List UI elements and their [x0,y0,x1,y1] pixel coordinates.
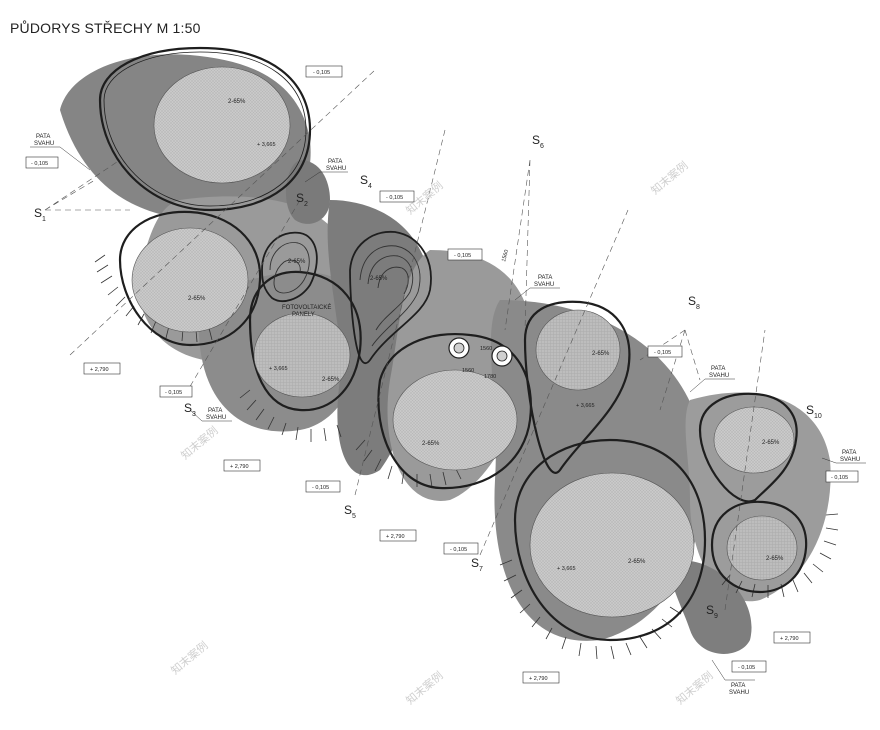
svg-text:S1: S1 [34,206,46,223]
svg-text:PATA: PATA [731,683,745,689]
svg-text:S4: S4 [360,173,372,190]
section-lines [44,69,766,611]
svg-text:S2: S2 [296,191,308,208]
svg-text:2-65%: 2-65% [592,351,610,357]
svg-text:知末案例: 知末案例 [168,638,211,677]
svg-text:- 0,105: - 0,105 [654,350,671,356]
elevation-tags: - 0,105 - 0,105 - 0,105 - 0,105 - 0,105 … [25,65,859,684]
svg-text:+ 2,790: + 2,790 [780,636,799,642]
roof-outlines [98,46,808,642]
svg-text:知末案例: 知末案例 [403,668,446,707]
svg-text:- 0,105: - 0,105 [831,475,848,481]
roof-elevations: + 3,665 + 3,665 + 3,665 + 3,665 [257,142,595,572]
svg-text:知末案例: 知末案例 [178,423,221,462]
svg-text:+ 2,790: + 2,790 [230,464,249,470]
svg-text:SVAHU: SVAHU [534,282,554,288]
svg-text:知末案例: 知末案例 [648,158,691,197]
svg-text:S8: S8 [688,294,700,311]
svg-text:PATA: PATA [36,134,50,140]
svg-text:2-65%: 2-65% [228,99,246,105]
svg-text:PATA: PATA [711,366,725,372]
svg-text:2-65%: 2-65% [288,259,306,265]
svg-text:2-65%: 2-65% [422,441,440,447]
svg-text:- 0,105: - 0,105 [31,161,48,167]
svg-text:+ 3,665: + 3,665 [269,366,288,372]
svg-text:- 0,105: - 0,105 [450,547,467,553]
svg-text:S9: S9 [706,603,718,620]
svg-text:SVAHU: SVAHU [709,373,729,379]
svg-text:2-65%: 2-65% [766,556,784,562]
svg-text:- 0,105: - 0,105 [165,390,182,396]
svg-text:知末案例: 知末案例 [673,668,716,707]
svg-text:S10: S10 [806,403,822,420]
svg-text:S6: S6 [532,133,544,150]
svg-text:PANELY: PANELY [292,312,315,318]
svg-text:+ 3,665: + 3,665 [576,403,595,409]
svg-text:2-65%: 2-65% [762,440,780,446]
svg-text:+ 3,665: + 3,665 [257,142,276,148]
svg-text:2-65%: 2-65% [188,296,206,302]
svg-text:+ 2,790: + 2,790 [386,534,405,540]
svg-text:2-65%: 2-65% [370,276,388,282]
svg-text:- 0,105: - 0,105 [454,253,471,259]
svg-text:- 0,105: - 0,105 [386,195,403,201]
svg-text:FOTOVOLTAICKÉ: FOTOVOLTAICKÉ [282,304,331,311]
section-markers: S1 S2 S3 S4 S5 S6 S7 S8 S9 S10 [34,133,822,620]
svg-text:SVAHU: SVAHU [326,166,346,172]
svg-text:2-65%: 2-65% [322,377,340,383]
svg-text:PATA: PATA [208,408,222,414]
roof-fields [131,66,798,618]
svg-text:SVAHU: SVAHU [729,690,749,696]
svg-text:S7: S7 [471,556,483,573]
svg-text:2-65%: 2-65% [628,559,646,565]
svg-text:S5: S5 [344,503,356,520]
svg-text:1780: 1780 [484,374,496,380]
svg-text:1560: 1560 [501,249,510,262]
svg-text:+ 2,790: + 2,790 [90,367,109,373]
skylights [448,337,513,367]
svg-text:- 0,105: - 0,105 [738,665,755,671]
svg-text:PATA: PATA [842,450,856,456]
svg-text:- 0,105: - 0,105 [312,485,329,491]
svg-text:PATA: PATA [538,275,552,281]
svg-text:SVAHU: SVAHU [34,141,54,147]
svg-text:PATA: PATA [328,159,342,165]
svg-text:+ 2,790: + 2,790 [529,676,548,682]
solar-panel-spirals [269,242,421,347]
svg-text:1560: 1560 [462,368,474,374]
svg-text:1560: 1560 [480,346,492,352]
svg-text:SVAHU: SVAHU [206,415,226,421]
solar-panel-label: FOTOVOLTAICKÉ PANELY [282,304,331,318]
svg-text:+ 3,665: + 3,665 [557,566,576,572]
slope-labels: 2-65% 2-65% 2-65% 2-65% 2-65% 2-65% 2-65… [188,99,784,565]
svg-text:S3: S3 [184,401,196,418]
drawing-title: PŮDORYS STŘECHY M 1:50 [10,20,201,36]
svg-text:- 0,105: - 0,105 [313,70,330,76]
dimension-marks: 1560 1560 1780 1560 [462,249,510,380]
svg-text:SVAHU: SVAHU [840,457,860,463]
